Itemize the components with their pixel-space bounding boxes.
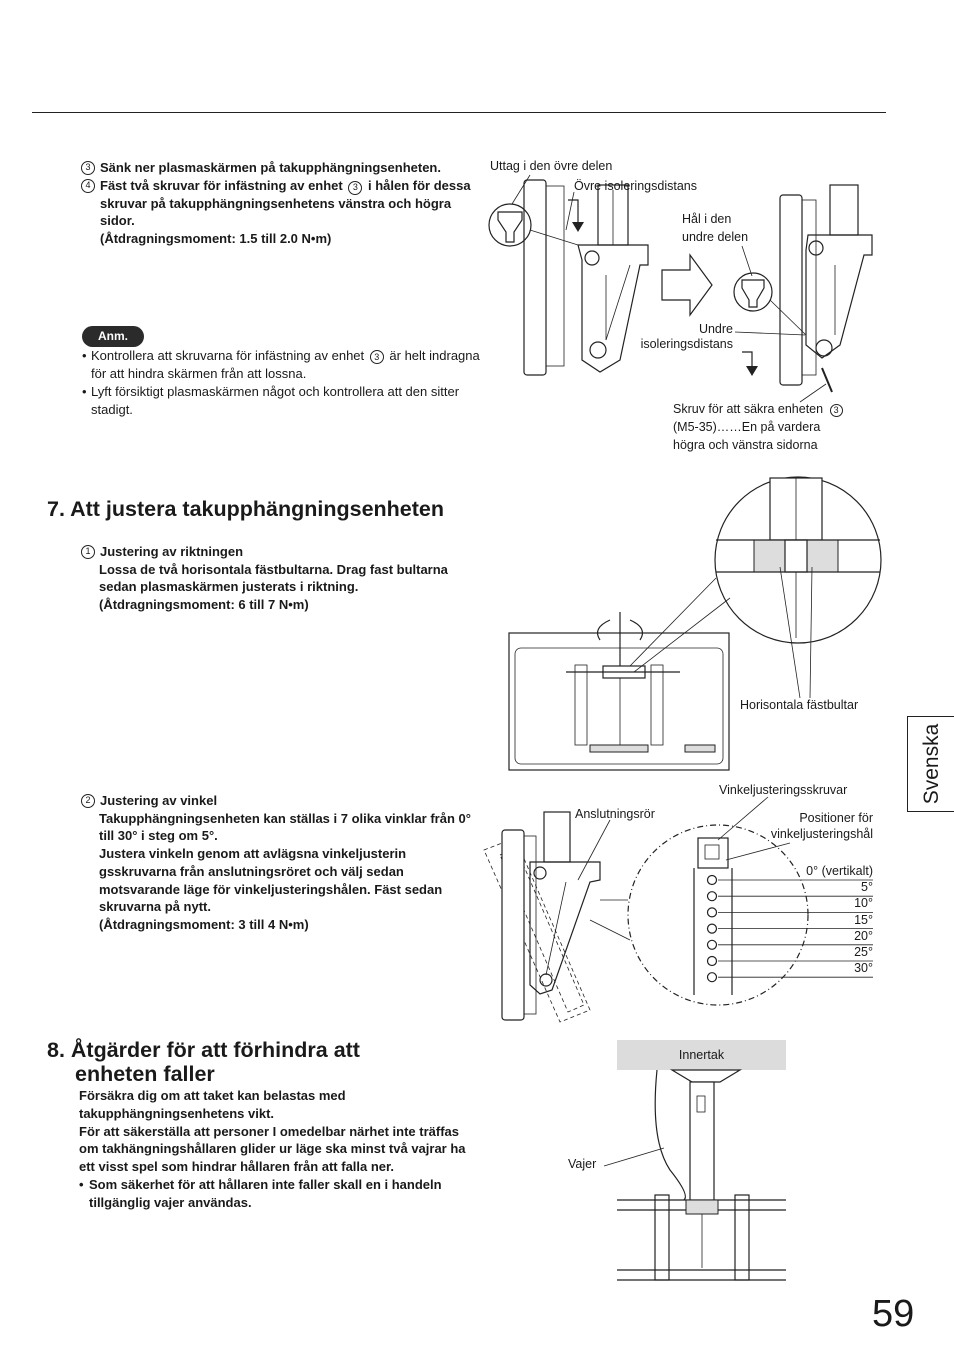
ceiling-band: Innertak bbox=[617, 1040, 786, 1070]
item-body: Justera vinkeln genom att avlägsna vinke… bbox=[99, 846, 443, 915]
torque-text: (Åtdragningsmoment: 6 till 7 N•m) bbox=[99, 597, 309, 613]
ref-number: 3 bbox=[348, 180, 363, 195]
note-badge: Anm. bbox=[82, 326, 144, 347]
label-positions-1: Positioner för bbox=[799, 811, 873, 825]
paragraph: Försäkra dig om att taket kan belastas m… bbox=[79, 1088, 346, 1121]
language-label: Svenska bbox=[919, 723, 943, 805]
step-number: 4 bbox=[81, 178, 95, 193]
torque-text: (Åtdragningsmoment: 3 till 4 N•m) bbox=[99, 916, 309, 932]
label-screw-2: (M5-35)……En på vardera bbox=[673, 420, 821, 434]
label-hole-lower-2: undre delen bbox=[682, 230, 749, 244]
angle-hole bbox=[706, 939, 718, 950]
angle-label: 5° bbox=[861, 880, 873, 895]
item-title: Justering av vinkel bbox=[100, 793, 218, 808]
page-number: 59 bbox=[872, 1293, 915, 1335]
label-wire: Vajer bbox=[568, 1157, 597, 1171]
notes-list: • Kontrollera att skruvarna för infästni… bbox=[82, 347, 482, 419]
label-lower-spacer-2: isoleringsdistans bbox=[640, 337, 733, 351]
label-ceiling: Innertak bbox=[678, 1048, 725, 1062]
item-2: 2 Justering av vinkel Takupphängningsenh… bbox=[81, 792, 481, 934]
label-horizontal-bolts: Horisontala fästbultar bbox=[740, 698, 859, 712]
angle-hole bbox=[706, 972, 718, 983]
label-connecting-pipe: Anslutningsrör bbox=[575, 807, 655, 821]
angle-hole bbox=[706, 874, 718, 886]
item-body: Lossa de två horisontala fästbultarna. D… bbox=[99, 561, 448, 595]
language-tab: Svenska bbox=[907, 716, 954, 812]
angle-label: 25° bbox=[854, 945, 873, 959]
section-7-heading: 7. Att justera takupphängningsenheten bbox=[47, 497, 444, 521]
steps-block: 3 Sänk ner plasmaskärmen på takupphängni… bbox=[81, 159, 481, 248]
torque-text: (Åtdragningsmoment: 1.5 till 2.0 N•m) bbox=[100, 230, 332, 246]
item-title: Justering av riktningen bbox=[100, 544, 244, 559]
angle-hole bbox=[706, 891, 718, 902]
item-1: 1 Justering av riktningen Lossa de två h… bbox=[81, 543, 481, 614]
label-upper-spacer: Övre isoleringsdistans bbox=[574, 179, 697, 193]
label-screw-3: högra och vänstra sidorna bbox=[673, 438, 818, 452]
angle-label: 0° (vertikalt) bbox=[806, 864, 873, 878]
angle-label: 10° bbox=[854, 896, 873, 911]
step-text: Fäst två skruvar för infästning av enhet… bbox=[100, 177, 471, 246]
label-upper-outlet: Uttag i den övre delen bbox=[490, 159, 613, 173]
step-4: 4 Fäst två skruvar för infästning av enh… bbox=[81, 177, 481, 248]
angle-label: 30° bbox=[854, 961, 873, 976]
paragraph: För att säkerställa att personer I omede… bbox=[79, 1123, 466, 1175]
step-3: 3 Sänk ner plasmaskärmen på takupphängni… bbox=[81, 159, 481, 177]
label-positions-2: vinkeljusteringshål bbox=[770, 827, 873, 841]
angle-label: 20° bbox=[854, 928, 873, 943]
note-item: • Lyft försiktigt plasmaskärmen något oc… bbox=[82, 384, 460, 417]
label-screw-1: Skruv för att säkra enheten 3 bbox=[673, 401, 848, 418]
label-lower-spacer-1: Undre bbox=[698, 322, 733, 336]
label-angle-screws: Vinkeljusteringsskruvar bbox=[719, 783, 848, 797]
section-8-heading-line1: 8. Åtgärder för att förhindra att bbox=[47, 1038, 360, 1062]
angle-hole bbox=[706, 955, 718, 967]
ref-number: 3 bbox=[829, 404, 843, 417]
note-item: • Kontrollera att skruvarna för infästni… bbox=[82, 348, 480, 381]
angle-hole bbox=[706, 907, 718, 918]
item-body: Takupphängningsenheten kan ställas i 7 o… bbox=[99, 810, 471, 844]
item-number: 2 bbox=[81, 794, 95, 808]
step-number: 3 bbox=[81, 161, 95, 175]
angle-label: 15° bbox=[854, 912, 873, 927]
angle-hole bbox=[706, 923, 718, 934]
item-number: 1 bbox=[81, 545, 95, 559]
header-rule bbox=[32, 112, 886, 113]
step-text: Sänk ner plasmaskärmen på takupphängning… bbox=[100, 160, 441, 175]
label-hole-lower-1: Hål i den bbox=[682, 212, 732, 226]
section-8-body: Försäkra dig om att taket kan belastas m… bbox=[79, 1087, 479, 1212]
ref-number: 3 bbox=[369, 350, 384, 364]
bullet-item: • Som säkerhet för att hållaren inte fal… bbox=[79, 1176, 442, 1210]
section-8-heading-line2: enheten faller bbox=[75, 1062, 215, 1086]
